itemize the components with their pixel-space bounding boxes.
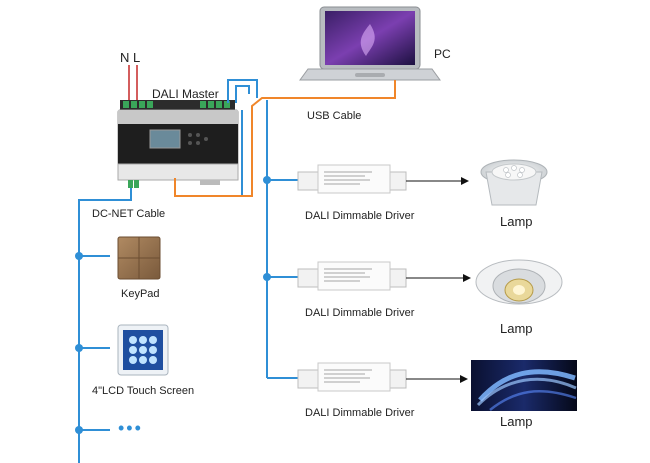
lamp-label-3: Lamp	[500, 414, 533, 429]
dali-bus-lines	[227, 79, 298, 379]
driver-device-2	[297, 261, 407, 291]
power-l-label: L	[133, 50, 141, 65]
pc-laptop	[299, 6, 441, 81]
more-devices-ellipsis: •••	[118, 418, 143, 438]
driver-device-1	[297, 164, 407, 194]
keypad-label: KeyPad	[121, 288, 160, 300]
usb-cable	[174, 80, 396, 197]
driver-device-3	[297, 362, 407, 392]
dcnet-bus-lines	[78, 188, 132, 463]
driver-label-2: DALI Dimmable Driver	[305, 307, 415, 319]
lamp-label-2: Lamp	[500, 321, 533, 336]
power-lines	[128, 65, 138, 104]
lcd-touch-screen-device	[117, 324, 169, 376]
lamp-label-1: Lamp	[500, 214, 533, 229]
driver-label-3: DALI Dimmable Driver	[305, 407, 415, 419]
dali-master-device	[117, 100, 239, 188]
dcnet-cable-label: DC-NET Cable	[92, 208, 166, 220]
lcd-touch-screen-label: 4"LCD Touch Screen	[92, 385, 195, 397]
usb-cable-label: USB Cable	[307, 110, 362, 122]
dcnet-bus-junctions	[75, 252, 83, 434]
lamp-downlight	[480, 159, 548, 206]
lamp-spotlight	[475, 259, 563, 305]
dali-bus-junctions	[263, 176, 271, 281]
dali-master-label: DALI Master	[152, 87, 219, 101]
driver-label-1: DALI Dimmable Driver	[305, 210, 415, 222]
driver-lamp-arrows	[406, 177, 471, 383]
power-n-label: N	[120, 50, 130, 65]
keypad-device	[117, 236, 161, 280]
lamp-led-strip	[471, 360, 577, 411]
pc-label: PC	[434, 47, 451, 61]
